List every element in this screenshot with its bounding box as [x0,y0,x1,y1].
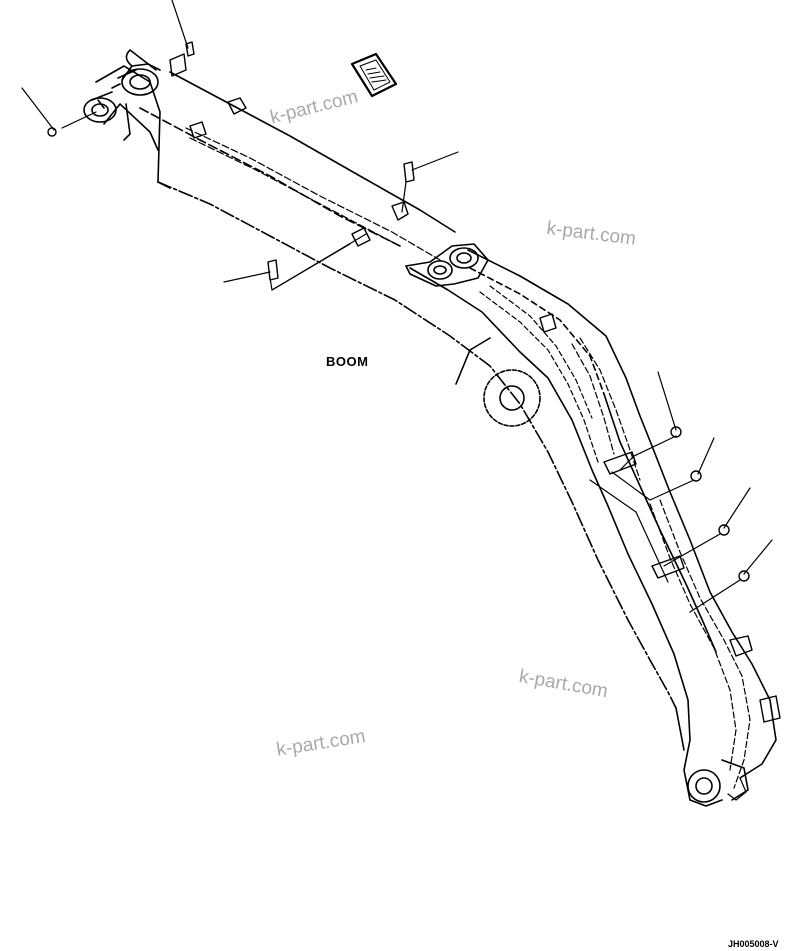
bolts [47,41,750,582]
side-boss [455,337,541,427]
boom-label: BOOM [326,354,369,369]
cylinder-bracket [405,243,489,287]
warning-decal [350,52,398,98]
boom-foot-bosses [83,68,159,123]
drawing-code: JH005008-V [728,939,779,949]
hydraulic-pipes [185,127,751,801]
pipe-clamps [169,53,781,723]
boom-outline [95,49,777,807]
leader-lines [21,0,773,613]
